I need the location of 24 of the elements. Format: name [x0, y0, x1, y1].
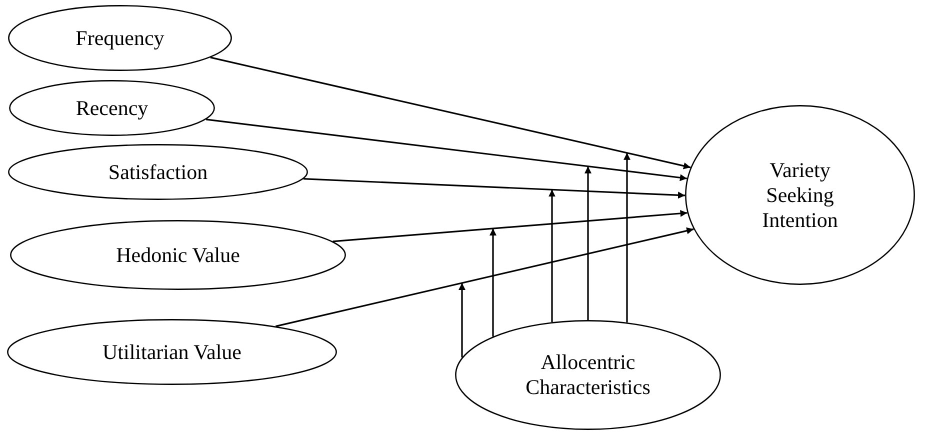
construct-label: Frequency: [76, 26, 164, 50]
construct-ellipse: [8, 144, 308, 200]
moderation-arrow: [548, 190, 556, 322]
construct-label: Hedonic Value: [116, 242, 240, 268]
construct-ellipse: [7, 319, 337, 385]
construct-ellipse: [10, 220, 346, 290]
arrow: [332, 210, 688, 242]
construct-label: Satisfaction: [108, 160, 208, 184]
construct-label: Recency: [76, 96, 148, 120]
moderation-arrow: [458, 283, 466, 358]
arrow: [276, 227, 694, 328]
construct-ellipse: [685, 105, 915, 285]
moderation-arrow: [624, 152, 630, 322]
construct-ellipse: [455, 320, 721, 430]
construct-label: Utilitarian Value: [102, 340, 242, 364]
arrow: [206, 118, 688, 182]
moderation-arrow: [490, 228, 496, 336]
moderation-arrow: [584, 166, 592, 320]
construct-ellipse: [8, 5, 232, 71]
arrow: [210, 56, 691, 170]
construct-label: Variety Seeking Intention: [761, 158, 839, 232]
arrow: [303, 178, 686, 199]
construct-ellipse: [9, 80, 215, 136]
construct-label: Allocentric Characteristics: [524, 350, 652, 400]
